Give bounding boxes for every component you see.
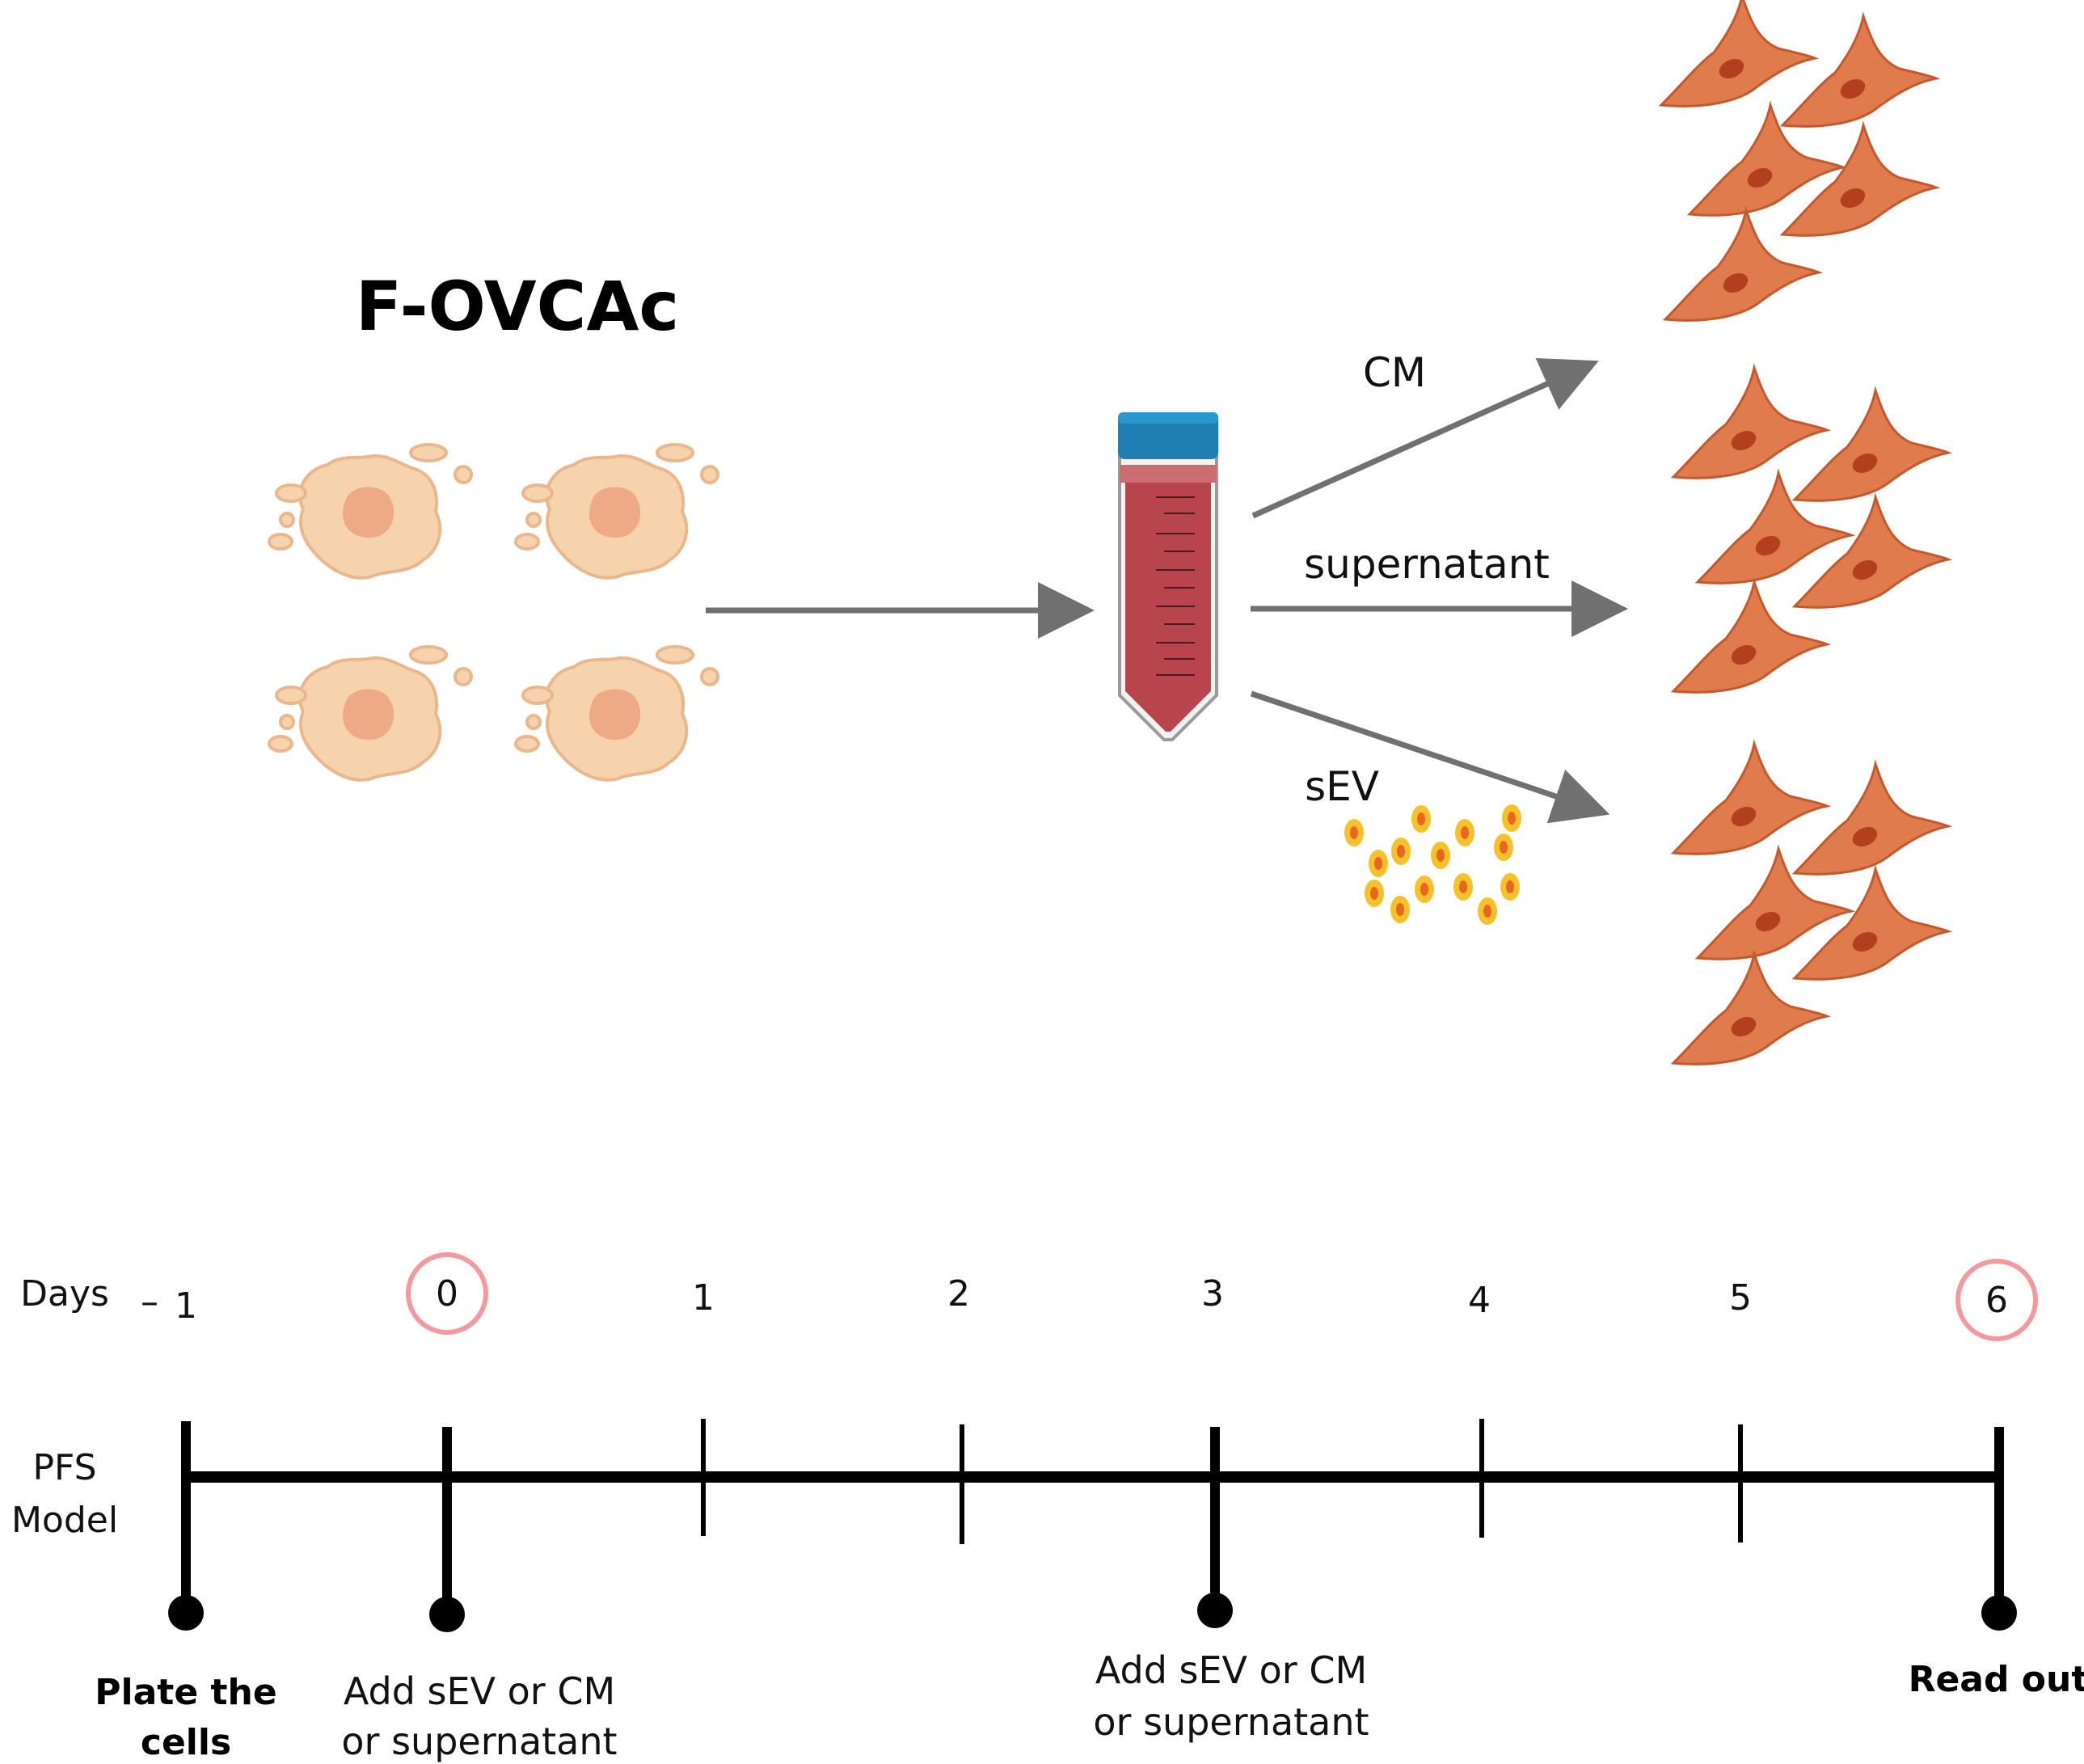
event-readout: Read out <box>1909 1659 2084 1700</box>
vesicle-icon <box>1411 805 1431 833</box>
centrifuge-tube-icon <box>1118 412 1218 741</box>
timeline: Days PFS Model – 1 0 1 2 3 4 5 6 Plate t… <box>11 1252 2084 1763</box>
cancer-cell-icon <box>268 443 473 580</box>
day-label-5: 5 <box>1729 1277 1752 1319</box>
fibroblast-group-supernatant <box>1672 366 1950 694</box>
event-plate-line1: Plate the <box>95 1672 276 1713</box>
vesicle-icon <box>1365 880 1384 907</box>
fibroblast-icon <box>1672 742 1829 855</box>
fibroblast-icon <box>1781 15 1938 128</box>
event-plate-line2: cells <box>141 1722 231 1763</box>
fibroblast-icon <box>1793 389 1950 502</box>
vesicle-icon <box>1494 833 1513 861</box>
event-dot <box>429 1597 465 1632</box>
event-dot <box>168 1595 204 1631</box>
pfs-label: PFS <box>33 1447 97 1488</box>
day-label-1: 1 <box>692 1277 715 1319</box>
event-add-day3-line1: Add sEV or CM <box>1095 1648 1367 1692</box>
label-supernatant: supernatant <box>1304 541 1550 588</box>
day-minus-sign: – <box>141 1281 158 1323</box>
event-dot <box>1981 1595 2017 1631</box>
event-add-day0-line2: or supernatant <box>341 1720 617 1763</box>
cancer-cell-icon <box>514 645 719 782</box>
cancer-cell-icon <box>268 645 473 782</box>
model-label: Model <box>11 1500 118 1541</box>
vesicle-icon <box>1500 873 1520 901</box>
day-label-2: 2 <box>947 1273 970 1315</box>
label-sev: sEV <box>1305 763 1379 810</box>
arrow-sev <box>1250 690 1610 824</box>
day-label-4: 4 <box>1468 1280 1491 1321</box>
day-label-minus1: 1 <box>175 1285 197 1327</box>
vesicle-icon <box>1453 873 1473 901</box>
vesicle-icon <box>1455 819 1474 846</box>
fibroblast-group-cm <box>1660 0 1938 322</box>
vesicle-cluster <box>1344 804 1521 925</box>
event-add-day3-line2: or supernatant <box>1093 1700 1369 1744</box>
fibroblast-group-sev <box>1672 742 1950 1066</box>
event-add-day0-line1: Add sEV or CM <box>344 1669 615 1713</box>
vesicle-icon <box>1415 876 1434 903</box>
fibroblast-icon <box>1793 762 1950 876</box>
diagram-title: F-OVCAc <box>356 267 679 346</box>
fibroblast-icon <box>1660 0 1816 108</box>
vesicle-icon <box>1344 819 1364 846</box>
day-label-6: 6 <box>1985 1280 2008 1321</box>
day-label-0: 0 <box>436 1273 458 1315</box>
fibroblast-icon <box>1672 366 1829 479</box>
label-cm: CM <box>1363 349 1426 396</box>
arrow-cm <box>1251 357 1599 519</box>
vesicle-icon <box>1478 897 1497 925</box>
days-label: Days <box>20 1273 109 1315</box>
vesicle-icon <box>1431 842 1450 869</box>
day-label-3: 3 <box>1201 1273 1224 1315</box>
vesicle-icon <box>1369 850 1388 877</box>
vesicle-icon <box>1502 804 1521 832</box>
fibroblast-icon <box>1793 496 1950 609</box>
event-dot <box>1197 1593 1233 1628</box>
day-0-highlight <box>406 1252 488 1335</box>
cancer-cell-cluster <box>268 443 719 782</box>
cancer-cell-icon <box>514 443 719 580</box>
day-6-highlight <box>1955 1259 2038 1341</box>
vesicle-icon <box>1390 896 1410 923</box>
vesicle-icon <box>1391 838 1411 865</box>
